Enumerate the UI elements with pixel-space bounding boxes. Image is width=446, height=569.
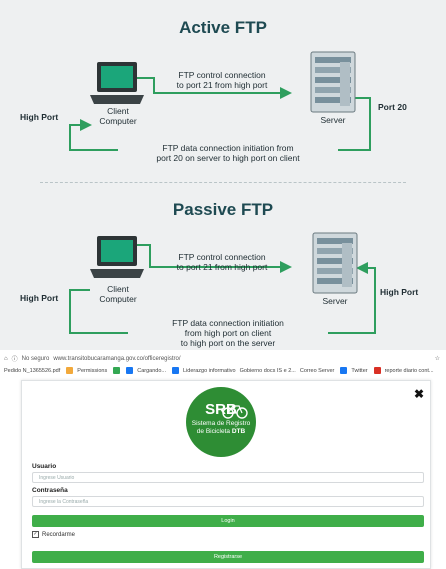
remember-checkbox[interactable]: ✓ — [32, 531, 39, 538]
folder-icon — [66, 367, 74, 374]
bookmark-item[interactable]: Twitter — [351, 367, 368, 374]
passive-high-port-right: High Port — [380, 287, 419, 297]
active-server-icon — [310, 51, 356, 113]
active-server-label: Server — [320, 115, 346, 125]
passive-server-icon — [312, 232, 358, 294]
active-client-line1: Client — [107, 106, 129, 116]
passive-control-arrow — [136, 244, 292, 273]
passive-high-port-left: High Port — [20, 293, 59, 303]
active-laptop-icon — [90, 62, 144, 104]
bookmark-item[interactable]: Correo Server — [299, 367, 335, 374]
passive-laptop-icon — [90, 236, 144, 278]
register-button[interactable]: Registrarse — [32, 551, 424, 563]
bookmark-item[interactable]: Gobierno docs IS e 2... — [239, 367, 296, 374]
bookmark-item[interactable]: reporte diario cont... — [384, 367, 434, 374]
ftp-diagram: Active FTP FTP control connection to por… — [0, 0, 446, 350]
logo-sub2: de Bicicleta — [196, 428, 231, 435]
address-url[interactable]: www.transitobucaramanga.gov.co/officereg… — [53, 355, 181, 362]
logo-title: SRB — [205, 401, 237, 418]
facebook-icon — [126, 367, 134, 374]
active-client-line2: Computer — [99, 116, 137, 126]
passive-client-label: Client Computer — [88, 284, 148, 304]
passive-data-line3: to high port on the server — [180, 338, 276, 348]
active-data-label: FTP data connection initiation from port… — [118, 143, 338, 163]
active-control-arrow — [136, 77, 292, 99]
contrasena-label: Contraseña — [32, 487, 68, 494]
info-icon[interactable]: ⓘ — [11, 357, 18, 363]
login-modal: ✖ SRB Sistema de Registro de Bicicleta D… — [21, 380, 431, 569]
passive-data-label: FTP data connection initiation from high… — [128, 318, 328, 348]
login-button[interactable]: Login — [32, 515, 424, 527]
active-control-line2: to port 21 from high port — [176, 80, 268, 90]
bookmark-item[interactable]: Permissions — [77, 367, 108, 374]
logo-brand: DTB — [231, 428, 246, 435]
bicycle-icon — [222, 405, 248, 419]
bookmark-icon — [113, 367, 121, 374]
section-divider — [40, 182, 406, 183]
active-data-line1: FTP data connection initiation from — [162, 143, 294, 153]
address-bar[interactable]: ⌂ ⓘ No seguro www.transitobucaramanga.go… — [0, 352, 446, 365]
bookmark-item[interactable]: Cargando... — [137, 367, 166, 374]
passive-control-label: FTP control connection to port 21 from h… — [162, 252, 282, 272]
passive-data-line2: from high port on client — [184, 328, 272, 338]
address-security: No seguro — [21, 355, 50, 362]
browser-window: ⌂ ⓘ No seguro www.transitobucaramanga.go… — [0, 352, 446, 569]
remember-label: Recordarme — [42, 531, 76, 538]
facebook-icon — [171, 367, 179, 374]
active-ftp-title: Active FTP — [179, 18, 267, 37]
passive-client-line2: Computer — [99, 294, 137, 304]
facebook-icon — [340, 367, 348, 374]
passive-ftp-title: Passive FTP — [172, 200, 274, 219]
passive-server-label: Server — [322, 296, 348, 306]
active-control-line1: FTP control connection — [178, 70, 266, 80]
logo-sub2-line: de Bicicleta DTB — [186, 428, 256, 435]
gmail-icon — [373, 367, 381, 374]
usuario-input[interactable]: Ingrese Usuario — [32, 472, 424, 483]
close-icon[interactable]: ✖ — [413, 387, 424, 401]
remember-row[interactable]: ✓ Recordarme — [32, 531, 75, 538]
active-client-label: Client Computer — [88, 106, 148, 126]
contrasena-input[interactable]: Ingrese la Contraseña — [32, 496, 424, 507]
bookmark-item[interactable]: Liderazgo informativo — [182, 367, 236, 374]
bookmarks-bar: Pedido N_1365526.pdf Permissions Cargand… — [0, 365, 446, 376]
logo-sub1: Sistema de Registro — [191, 420, 251, 427]
active-control-label: FTP control connection to port 21 from h… — [162, 70, 282, 90]
star-icon[interactable]: ☆ — [434, 356, 440, 362]
passive-data-line1: FTP data connection initiation — [172, 318, 284, 328]
bookmark-item[interactable]: Pedido N_1365526.pdf — [4, 367, 61, 374]
passive-control-line1: FTP control connection — [178, 252, 266, 262]
srb-logo: SRB Sistema de Registro de Bicicleta DTB — [186, 387, 256, 457]
active-high-port: High Port — [20, 112, 59, 122]
usuario-label: Usuario — [32, 463, 57, 470]
home-icon[interactable]: ⌂ — [4, 355, 8, 362]
passive-client-line1: Client — [107, 284, 129, 294]
passive-control-line2: to port 21 from high port — [176, 262, 268, 272]
active-data-line2: port 20 on server to high port on client — [156, 153, 300, 163]
diagram-arrows — [69, 51, 376, 334]
active-port20: Port 20 — [378, 102, 407, 112]
